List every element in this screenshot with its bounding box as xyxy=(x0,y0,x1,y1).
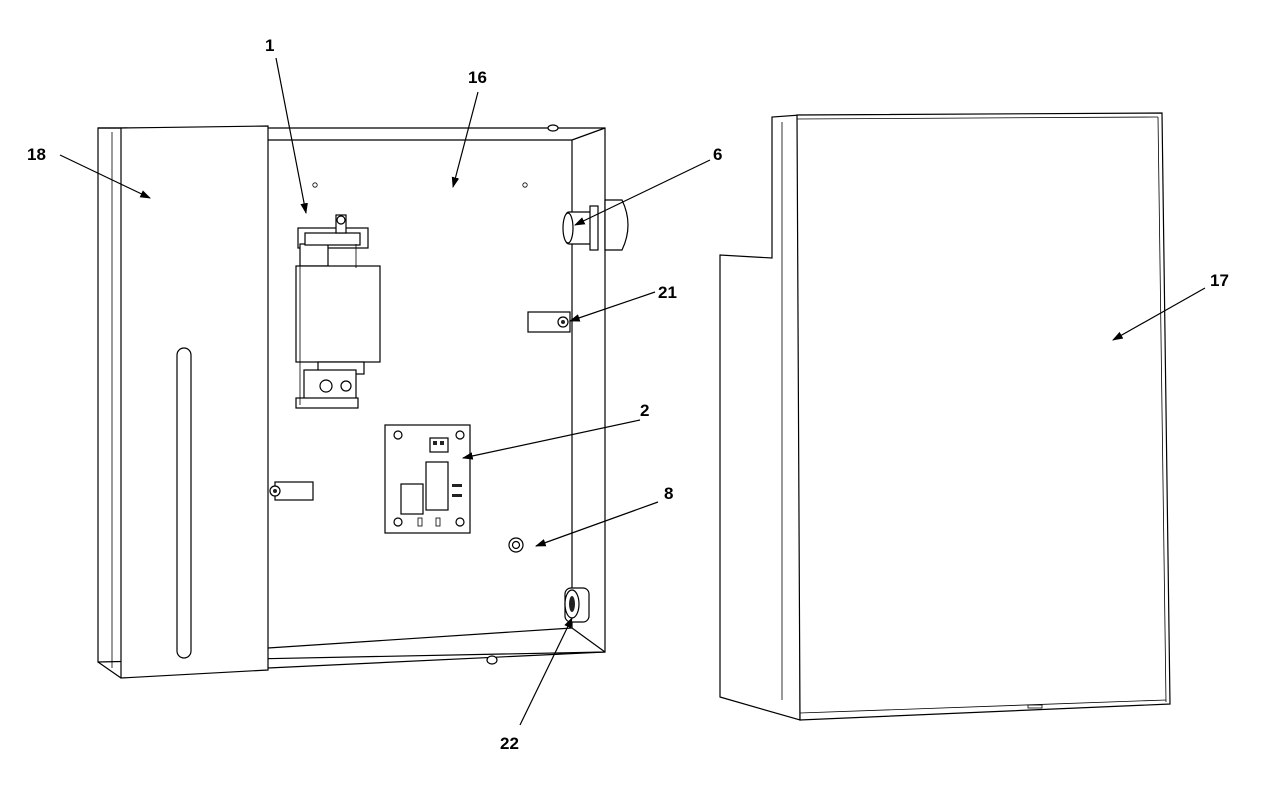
pump-assembly-1 xyxy=(295,214,381,409)
side-panel-18 xyxy=(97,125,269,679)
left-bracket xyxy=(269,481,314,501)
leader-6 xyxy=(574,159,711,226)
callout-16: 16 xyxy=(468,68,487,87)
leader-17 xyxy=(1112,287,1206,341)
callout-1: 1 xyxy=(265,36,274,55)
callout-22: 22 xyxy=(500,734,519,753)
strain-relief-22 xyxy=(564,587,590,623)
panel-slot xyxy=(176,347,192,659)
callout-2: 2 xyxy=(640,401,649,420)
leader-lines xyxy=(59,57,1206,726)
leader-16 xyxy=(451,91,479,189)
bracket-21 xyxy=(527,311,571,333)
callout-17: 17 xyxy=(1210,271,1229,290)
leader-21 xyxy=(568,291,656,322)
leader-18 xyxy=(59,154,151,199)
cover-17 xyxy=(719,112,1171,721)
callout-6: 6 xyxy=(713,145,722,164)
callout-8: 8 xyxy=(664,484,673,503)
grommet-8 xyxy=(508,537,524,553)
fitting-6 xyxy=(562,199,629,251)
callout-21: 21 xyxy=(658,283,677,302)
circuit-board-2 xyxy=(384,424,471,534)
leader-22 xyxy=(519,617,573,726)
callout-labels: 1 16 18 6 21 17 2 8 22 xyxy=(27,36,1229,753)
leader-8 xyxy=(534,501,659,547)
leader-1 xyxy=(275,57,308,215)
callout-18: 18 xyxy=(27,145,46,164)
leader-2 xyxy=(461,419,641,460)
